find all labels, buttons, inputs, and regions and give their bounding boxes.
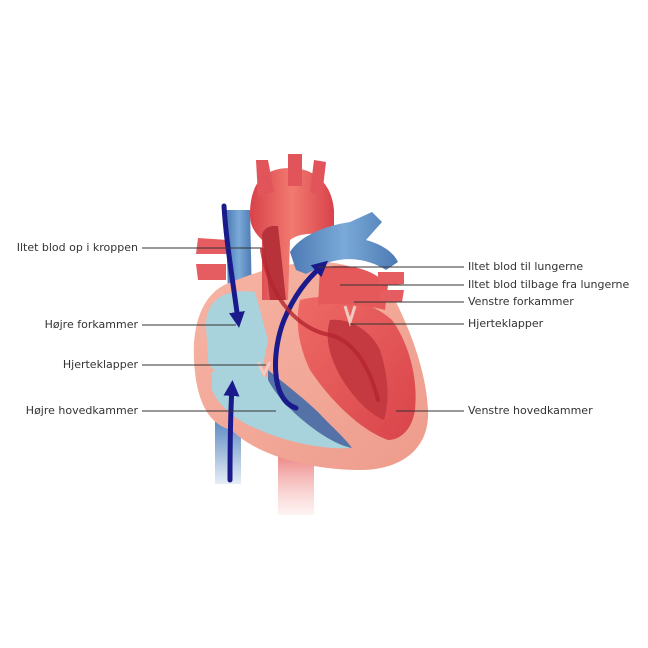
aortic-branch-1 [256,160,274,196]
arrow-oxygenated-flow [260,248,380,402]
right-atrium [206,291,268,381]
label-oxygenated-blood-body: Iltet blod op i kroppen [16,241,138,254]
arrow-to-lungs [273,260,329,411]
tricuspid-valve-icon [256,361,272,378]
arrow-ivc-up [223,380,240,483]
label-blood-to-lungs: Iltet blod til lungerne [468,260,584,273]
aorta-inner-channel [262,226,286,300]
left-vessel-bottom [196,264,226,280]
label-right-ventricle: Højre hovedkammer [25,404,138,417]
left-leader-lines [142,247,276,412]
pulmonary-vein-lower [380,290,404,302]
pulmonary-artery [290,212,398,274]
label-heart-valves-right: Hjerteklapper [468,317,544,330]
label-left-atrium: Venstre forkammer [468,295,574,308]
arrow-vena-cava-down [221,203,245,328]
right-ventricle-septum [268,370,352,448]
pulmonary-vein-upper [378,272,404,286]
right-leader-lines [318,266,464,412]
aortic-branch-3 [310,160,326,196]
mitral-valve-icon [343,305,357,328]
label-right-atrium: Højre forkammer [44,318,138,331]
left-atrium [318,265,388,310]
label-left-ventricle: Venstre hovedkammer [468,404,593,417]
label-heart-valves-left: Hjerteklapper [62,358,138,371]
aortic-branch-2 [288,154,302,186]
left-vessel-top [196,238,228,254]
label-blood-from-lungs: Iltet blod tilbage fra lungerne [468,278,630,291]
left-ventricle-inner [327,319,388,420]
